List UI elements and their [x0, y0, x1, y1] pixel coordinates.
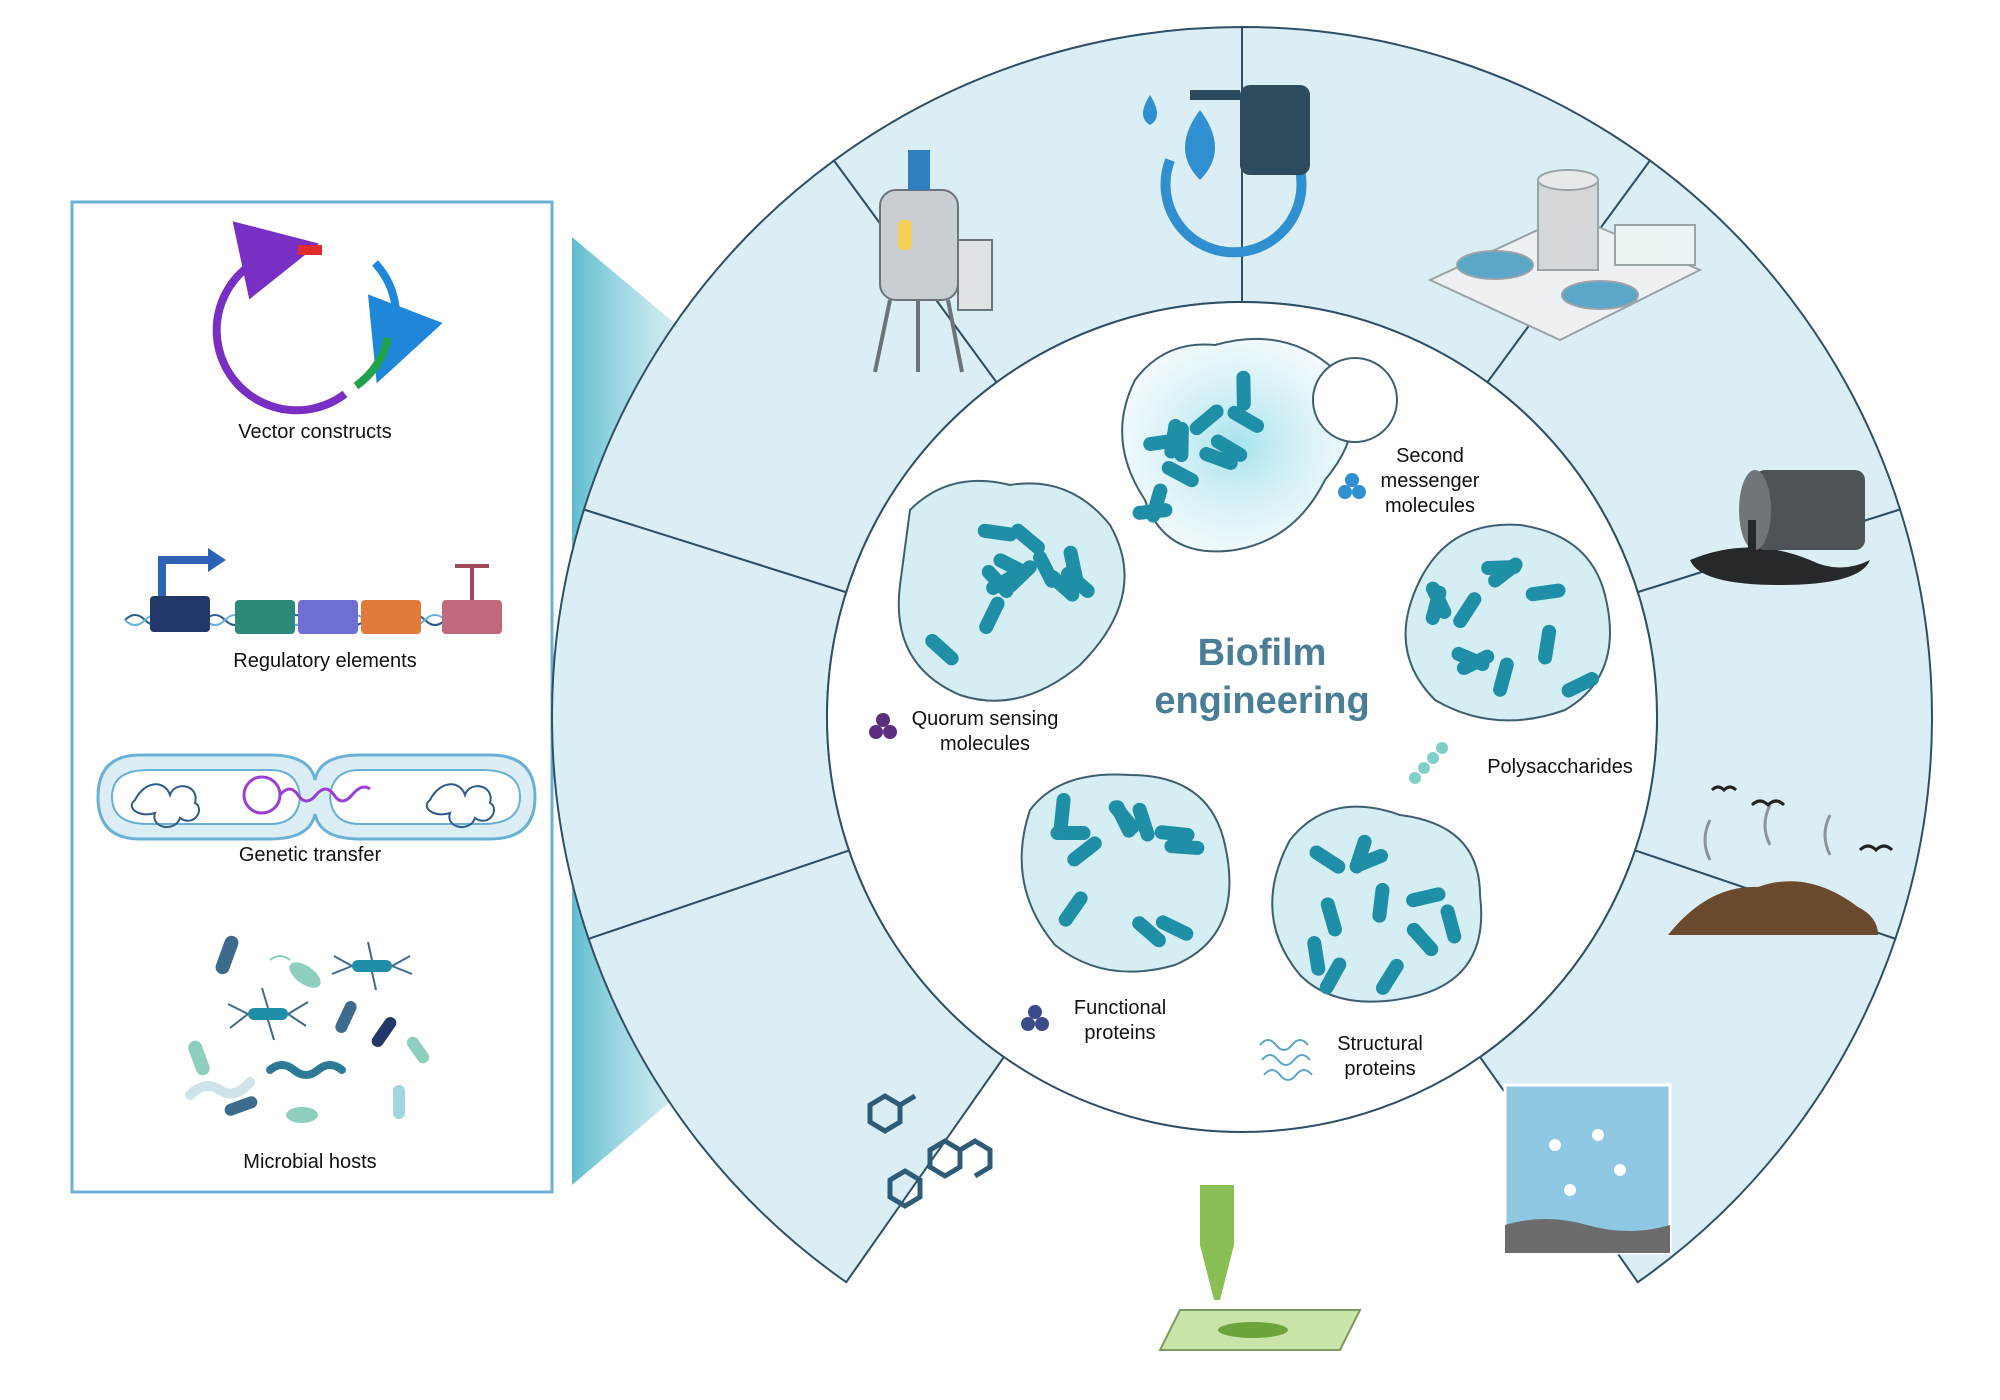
structural-protein-icon: [1259, 1039, 1313, 1081]
bacterium: [1154, 825, 1195, 842]
bacterium: [1110, 800, 1136, 838]
center-title-line-2: engineering: [1154, 680, 1369, 722]
bacterium: [1199, 447, 1238, 470]
biofilm-functional-proteins: [1020, 773, 1231, 973]
bacterium: [1525, 583, 1566, 602]
bacterium: [1309, 845, 1346, 874]
bioreactor-icon: [873, 150, 993, 373]
bacterium: [979, 596, 1005, 635]
bacterium: [1063, 545, 1083, 586]
label-second-messenger-2: messenger: [1381, 470, 1480, 492]
bacterium: [1132, 503, 1173, 520]
bacteria-layer: [925, 370, 1599, 995]
quorum-sensing-icon: [869, 713, 897, 739]
second-messenger-icon: [1338, 473, 1366, 499]
label-quorum-sensing-2: molecules: [940, 733, 1030, 755]
biofuel-icon: [1143, 85, 1310, 258]
label-structural-proteins-2: proteins: [1344, 1058, 1415, 1080]
bacterium: [1349, 834, 1372, 874]
toolbox-panel: [70, 200, 554, 1194]
landfill-icon: [1668, 785, 1894, 935]
small-molecules-icon: [867, 1093, 993, 1209]
marine-sediment-icon: [1503, 1083, 1672, 1255]
bacterium: [925, 633, 959, 666]
bacterium: [1488, 557, 1523, 588]
bacterium: [1307, 936, 1326, 976]
label-functional-proteins-2: proteins: [1084, 1022, 1155, 1044]
label-second-messenger-3: molecules: [1385, 495, 1475, 517]
oil-spill-icon: [1690, 470, 1870, 585]
wastewater-plant-icon: [1427, 169, 1703, 342]
bacterium: [1538, 624, 1557, 665]
plasmid-icon: [212, 221, 443, 415]
bacterium: [1493, 657, 1514, 697]
functional-protein-icon: [1021, 1005, 1049, 1031]
bacterium: [1236, 370, 1251, 411]
label-functional-proteins-1: Functional: [1074, 997, 1166, 1019]
bacterium: [1375, 958, 1404, 995]
bacterium: [1155, 915, 1194, 941]
bioprinting-icon: [1158, 1185, 1362, 1351]
bacterium: [1132, 916, 1166, 948]
bacterium: [1453, 592, 1482, 629]
conjugation-icon: [96, 753, 537, 841]
bacterium: [1561, 672, 1599, 698]
toolbox-label-microbial-hosts: Microbial hosts: [243, 1151, 376, 1173]
gene-cassette-icon: [124, 548, 502, 634]
center-title-line-1: Biofilm: [1198, 632, 1327, 674]
bacterium: [1406, 922, 1439, 957]
bacterium: [1372, 882, 1390, 923]
bacterium: [1132, 802, 1155, 842]
biofilm-polysaccharides: [1404, 523, 1611, 722]
bacterium: [1045, 570, 1080, 602]
microbes-icon: [185, 935, 430, 1123]
bacterium: [977, 523, 1018, 542]
bacterium: [1161, 460, 1199, 488]
bacterium: [1210, 434, 1248, 462]
label-quorum-sensing-1: Quorum sensing: [912, 708, 1059, 730]
toolbox-label-vector: Vector constructs: [238, 421, 391, 443]
bacterium: [1010, 523, 1045, 555]
bacterium: [981, 564, 1014, 599]
bacterium: [1425, 585, 1447, 625]
bacterium: [1058, 891, 1088, 927]
bacterium: [1319, 957, 1347, 995]
label-second-messenger-1: Second: [1396, 445, 1464, 467]
bacterium: [1189, 404, 1224, 436]
toolbox-label-regulatory: Regulatory elements: [233, 650, 416, 672]
bacterium: [1456, 649, 1495, 676]
label-structural-proteins-1: Structural: [1337, 1033, 1423, 1055]
bacterium: [1440, 904, 1462, 944]
bacterium: [1053, 793, 1071, 833]
bacterium: [1164, 418, 1183, 459]
label-polysaccharides: Polysaccharides: [1487, 756, 1633, 778]
bacterium: [1164, 839, 1205, 855]
bacterium: [1050, 826, 1091, 841]
bacterium: [1227, 405, 1265, 433]
bacterium: [1406, 887, 1446, 908]
polysaccharide-icon: [1409, 742, 1448, 784]
bacterium: [1067, 836, 1102, 867]
toolbox-label-genetic-transfer: Genetic transfer: [239, 844, 382, 866]
bacterium: [1320, 897, 1342, 937]
